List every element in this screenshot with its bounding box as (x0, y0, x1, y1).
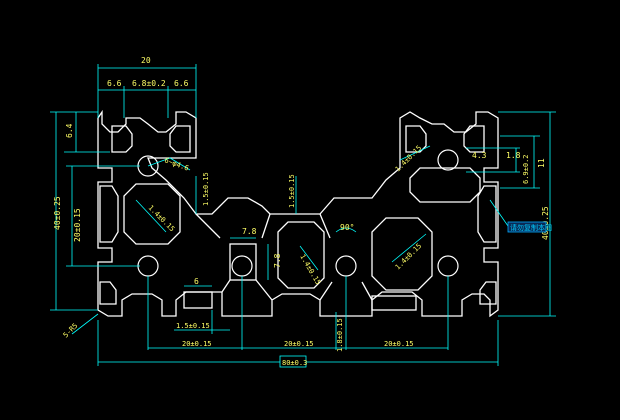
slot-left-bottom (99, 281, 117, 305)
slot-right-bottom (479, 281, 497, 305)
tag-label: 请勿复制本图 (510, 223, 552, 232)
dim-20-c: 20±0.15 (384, 340, 414, 348)
dim-7-8-v: 7.8 (273, 253, 282, 268)
overall-width-label: 80±0.3 (279, 355, 307, 368)
dim-90: 90° (340, 223, 354, 232)
profile-outline (97, 109, 499, 318)
slot-top-left (111, 125, 133, 153)
hole-mid-left (231, 255, 253, 277)
slot-top-right-b (463, 125, 485, 153)
dim-1-5-mid: 1.5±0.15 (288, 174, 296, 208)
dim-4-3: 4.3 (472, 151, 487, 160)
dimension-lines (50, 64, 556, 366)
dim-20-a: 20±0.15 (182, 340, 212, 348)
dim-6-6-left: 6.6 (107, 79, 122, 88)
annotation-tag: 请勿复制本图 (507, 221, 552, 233)
slot-left-mid (99, 185, 119, 243)
hole-right-bottom (437, 255, 459, 277)
hole-left-bottom (137, 255, 159, 277)
dim-6-phi: 6~φ4.6 (163, 156, 190, 172)
dim-1-4-left: 1.4±0.15 (147, 204, 176, 233)
dim-1-5-left: 1.5±0.15 (202, 172, 210, 206)
dim-6-4: 6.4 (65, 123, 74, 138)
dim-6-6-right: 6.6 (174, 79, 189, 88)
profile-outer-contour (97, 109, 499, 318)
slot-square-bottom-1 (183, 291, 213, 309)
dim-1-5-bottom: 1.5±0.15 (176, 322, 210, 330)
dim-40-left: 40±0.25 (53, 196, 62, 230)
octagon-right-top (409, 167, 481, 203)
dim-20-b: 20±0.15 (284, 340, 314, 348)
dimension-text: 20 6.6 6.8±0.2 6.6 6.4 6~φ4.6 1.5±0.15 1… (53, 56, 550, 352)
hole-top-right (437, 149, 459, 171)
slot-right-mid (477, 185, 497, 243)
dim-1-4-mid: 1.4±0.15 (298, 253, 322, 286)
dim-1-8-bottom: 1.8±0.15 (336, 318, 344, 352)
slot-square-mid-left (229, 243, 257, 281)
dim-top-width: 20 (141, 56, 151, 65)
octagon-right (371, 217, 433, 291)
slot-square-bottom-2 (371, 295, 417, 311)
octagon-mid (277, 221, 325, 289)
dim-6-bottom: 6 (194, 277, 199, 286)
octagon-left (123, 183, 181, 245)
slot-top-left-b (169, 125, 191, 153)
dim-6-9: 6.9±0.2 (522, 154, 530, 184)
dim-7-8-h: 7.8 (242, 227, 257, 236)
dim-1-8: 1.8 (506, 151, 521, 160)
hole-mid-right (335, 255, 357, 277)
dim-11: 11 (537, 158, 546, 168)
dim-20-left: 20±0.15 (73, 208, 82, 242)
web-lines (195, 213, 373, 301)
dim-80: 80±0.3 (282, 359, 307, 367)
slot-top-right-a (405, 125, 427, 153)
dim-6-8: 6.8±0.2 (132, 79, 166, 88)
